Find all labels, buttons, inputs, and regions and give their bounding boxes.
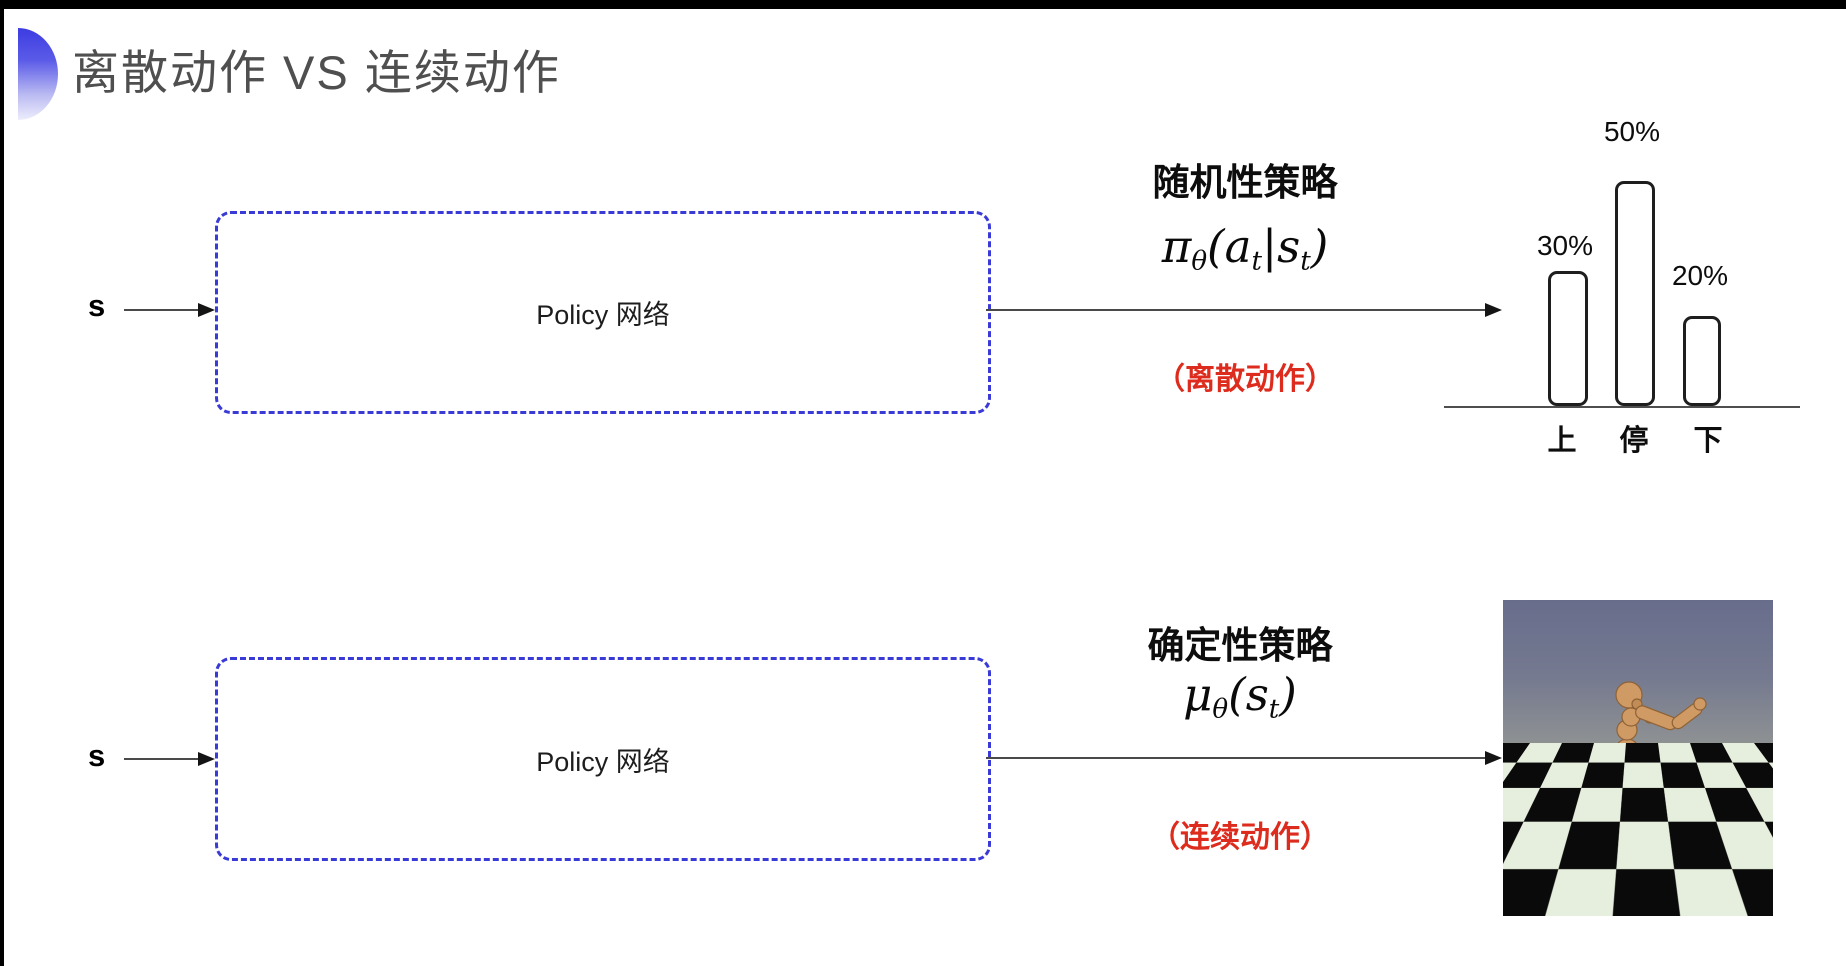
formula-theta-sub: θ [1212,694,1229,725]
formula-bar: | [1261,220,1278,273]
state-input-label-top: s [88,288,106,323]
chart-category-label: 下 [1693,425,1723,457]
continuous-action-note: （连续动作） [1150,821,1330,854]
formula-t-sub2: t [1300,246,1311,277]
arrow-state-to-policy-bottom [124,752,215,766]
chart-value-label: 20% [1671,260,1729,291]
arrow-state-to-policy-top [124,303,215,317]
formula-s: s [1277,220,1301,273]
chart-bar-stop [1615,181,1655,406]
formula-t-sub: t [1251,246,1262,277]
deterministic-policy-caption: 确定性策略 [1147,625,1333,666]
formula-a: a [1224,220,1252,273]
chart-value-label: 30% [1536,230,1594,261]
discrete-action-note: （离散动作） [1155,363,1335,396]
stochastic-policy-caption: 随机性策略 [1152,162,1338,203]
chart-bar-down [1683,316,1721,406]
formula-s: s [1245,668,1269,721]
policy-network-box-bottom: Policy 网络 [215,657,991,861]
arrow-policy-to-output-top [986,303,1502,317]
title-accent-icon [18,28,58,120]
formula-lparen: ( [1207,220,1225,273]
formula-t-sub: t [1268,694,1280,725]
humanoid-robot-figure [1572,681,1707,867]
state-input-label-bottom: s [88,738,106,773]
chart-category-label: 停 [1619,425,1649,457]
policy-network-label-bottom: Policy 网络 [536,746,670,777]
formula-rparen: ) [1279,668,1297,721]
chart-baseline [1444,406,1800,408]
formula-theta-sub: θ [1191,246,1208,277]
deterministic-policy-formula: μθ(st) [1060,668,1420,724]
arrow-policy-to-output-bottom [986,751,1502,765]
policy-network-label-top: Policy 网络 [536,300,670,330]
chart-value-label: 50% [1603,116,1661,147]
stochastic-policy-formula: πθ(at|st) [1065,220,1425,276]
policy-network-box-top: Policy 网络 [215,211,991,414]
formula-mu: μ [1183,668,1213,721]
chart-category-label: 上 [1547,425,1577,457]
chart-bar-up [1548,271,1588,406]
frame-top-border [0,0,1846,9]
page-title: 离散动作 VS 连续动作 [72,46,561,99]
formula-lparen: ( [1228,668,1246,721]
formula-rparen: ) [1310,220,1329,273]
frame-left-border [0,0,4,966]
humanoid-simulation-image [1503,600,1773,916]
formula-pi: π [1161,220,1192,273]
